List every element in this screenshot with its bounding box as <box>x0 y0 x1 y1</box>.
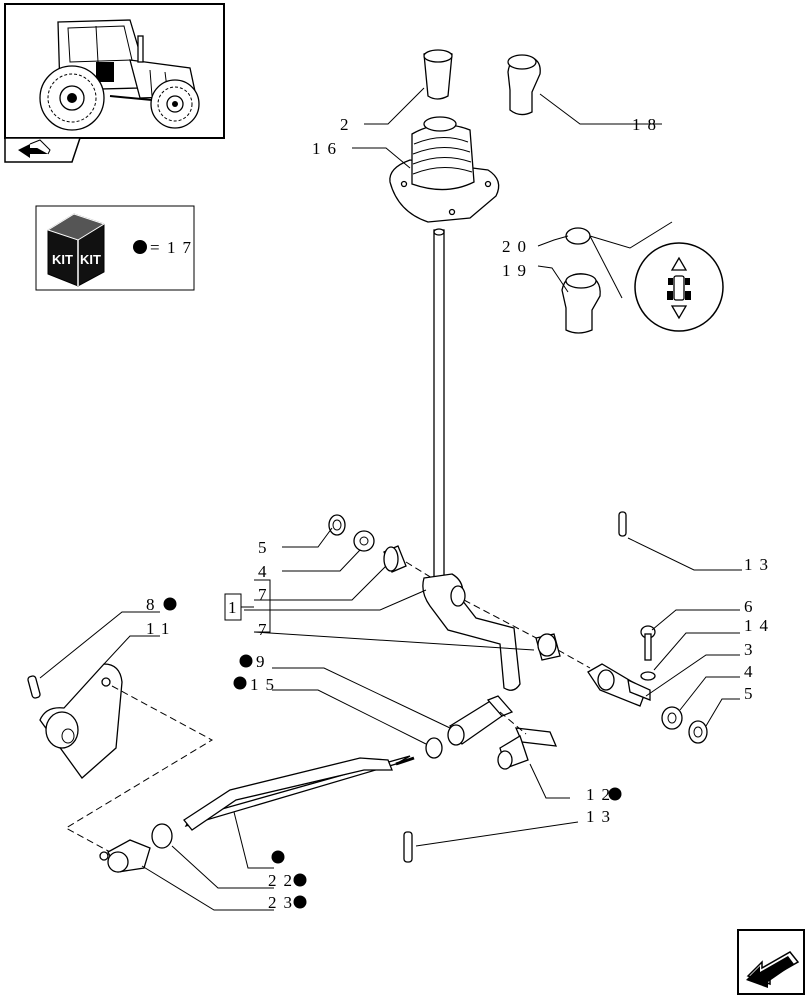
control-cable <box>183 755 415 831</box>
pin-13-lower <box>403 831 413 863</box>
callout-4-left: 4 <box>258 562 274 581</box>
washer-4-right <box>661 706 683 730</box>
tractor-thumbnail-icon[interactable] <box>4 3 225 139</box>
button-20 <box>565 227 591 245</box>
pin-13-upper <box>618 511 627 537</box>
callout-13-lower: 13 <box>586 807 617 826</box>
callout-6: 6 <box>744 597 760 616</box>
callout-22: 22 <box>268 871 299 890</box>
next-page-arrow-icon[interactable] <box>737 929 805 995</box>
callout-7-lower: 7 <box>258 620 274 639</box>
bracket-11 <box>39 663 123 779</box>
callout-3: 3 <box>744 640 760 659</box>
knob-19 <box>561 273 601 334</box>
back-arrow-icon[interactable] <box>4 137 82 163</box>
gear-lever-rod <box>422 228 521 691</box>
knob-18 <box>507 54 541 116</box>
callout-4-right: 4 <box>744 662 760 681</box>
callout-11: 11 <box>146 619 176 638</box>
kit-value: 17 <box>167 238 198 257</box>
callout-23: 23 <box>268 893 299 912</box>
callout-16: 16 <box>312 139 343 158</box>
bullet-dots <box>163 597 622 909</box>
callout-13-upper: 13 <box>744 555 775 574</box>
kit-box-icon: KIT KIT <box>46 213 106 287</box>
bushing-7-left <box>383 545 407 573</box>
callout-15: 15 <box>250 675 281 694</box>
kit-label-right: KIT <box>80 252 101 267</box>
callout-12: 12 <box>586 785 617 804</box>
callout-2: 2 <box>340 115 356 134</box>
pin-8 <box>27 675 41 699</box>
callout-5-left: 5 <box>258 538 274 557</box>
bullet-dot-icon <box>133 240 147 254</box>
callout-labels: 2 16 18 20 19 5 4 7 1 7 13 6 14 3 4 5 8 … <box>146 115 775 912</box>
kit-legend: KIT KIT = 17 <box>35 205 198 291</box>
callout-19: 19 <box>502 261 533 280</box>
callout-20: 20 <box>502 237 533 256</box>
nut-15 <box>425 737 443 759</box>
clevis-9 <box>447 695 514 746</box>
callout-14: 14 <box>744 616 775 635</box>
circlip-5-left <box>328 514 346 536</box>
bolt-6 <box>640 625 656 681</box>
callout-5-right: 5 <box>744 684 760 703</box>
kit-equals: = <box>150 238 167 257</box>
bushing-7-right <box>535 633 561 661</box>
ball-joint-23 <box>99 839 151 873</box>
callout-7-upper: 7 <box>258 585 274 604</box>
callout-1: 1 <box>228 598 244 617</box>
washer-4-left <box>353 530 375 552</box>
knob-2 <box>423 49 453 100</box>
clevis-pin-12 <box>497 727 558 770</box>
callout-8: 8 <box>146 595 162 614</box>
kit-label-left: KIT <box>52 252 73 267</box>
callout-9: 9 <box>256 652 272 671</box>
boot-16 <box>389 116 500 223</box>
pivot-14 <box>587 663 651 707</box>
nut-22 <box>151 823 173 849</box>
circlip-5-right <box>688 720 708 744</box>
leader-lines <box>39 87 742 911</box>
callout-18: 18 <box>632 115 663 134</box>
direction-selector-icon <box>634 242 724 332</box>
